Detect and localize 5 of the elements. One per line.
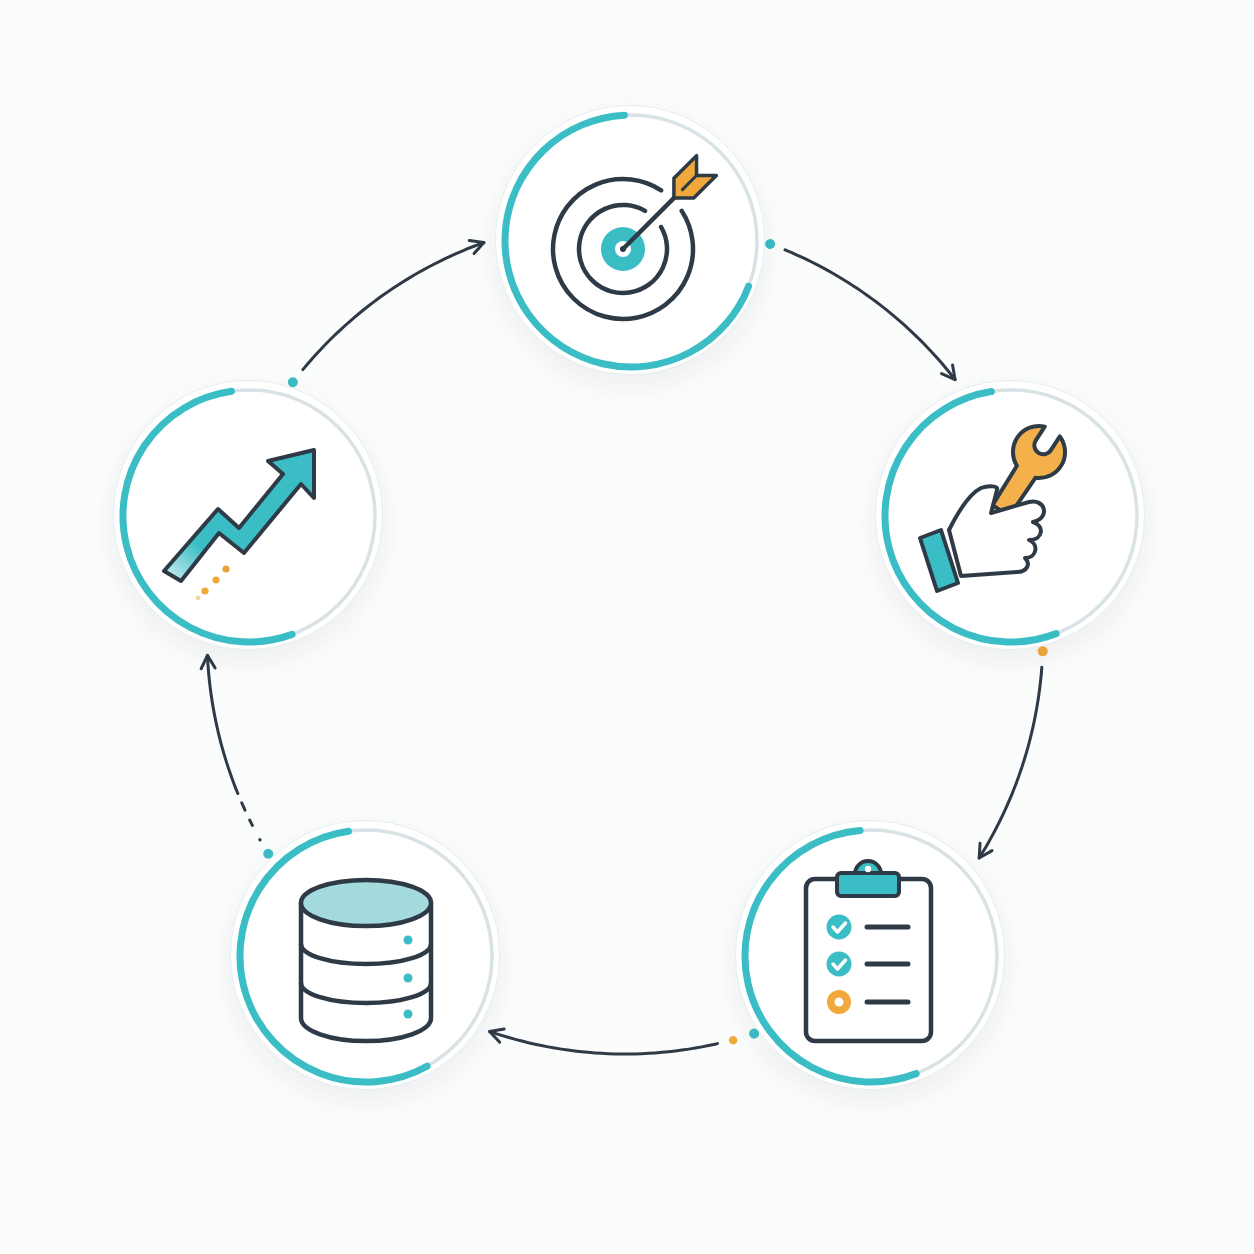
curved-arrow	[977, 646, 1048, 860]
curved-arrow	[488, 1027, 760, 1056]
curved-arrow	[199, 653, 274, 859]
curved-arrow	[287, 238, 486, 388]
curved-arrow	[765, 239, 957, 382]
